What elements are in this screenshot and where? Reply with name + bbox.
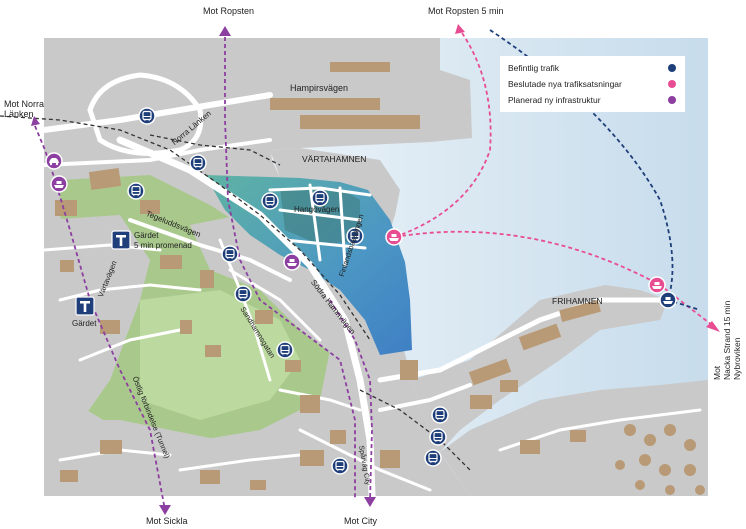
legend-label-planned: Planerad ny infrastruktur [508,95,601,105]
legend-item-planned: Planerad ny infrastruktur [508,93,680,107]
car-icon [45,152,63,170]
place-gardet-5min-1: Gärdet [134,231,159,240]
place-gardet-5min-2: 5 min promenad [134,241,192,250]
bus-icon [276,341,294,359]
legend: Befintlig trafik Beslutade nya trafiksat… [500,56,685,112]
bus-icon [424,449,442,467]
place-frihamnen: FRIHAMNEN [552,296,603,306]
bus-icon [429,428,447,446]
decided-route-nacka [394,230,713,326]
label-mot-sickla: Mot Sickla [146,516,188,526]
route-lines [34,29,713,511]
label-mot-ropsten-5min: Mot Ropsten 5 min [428,6,504,16]
bus-icon [311,189,329,207]
residential-south [44,400,350,496]
arrowheads [31,24,720,515]
legend-dot-decided [668,80,676,88]
label-mot-norra-lanken-2: Länken [4,109,34,119]
bus-icon [234,285,252,303]
bus-icon [189,154,207,172]
legend-dot-planned [668,96,676,104]
ferry-icon [283,253,301,271]
bus-icon [261,192,279,210]
water-area [270,38,708,496]
legend-label-existing: Befintlig trafik [508,63,560,73]
existing-route [489,29,701,311]
planned-route-city [329,299,373,501]
legend-item-existing: Befintlig trafik [508,61,680,75]
decided-route-ropsten5 [394,29,492,238]
planned-route-ropsten [224,30,356,500]
metro-t-icon [111,230,131,250]
bus-icon [221,245,239,263]
place-vartahamnen: VÄRTAHAMNEN [302,154,367,164]
bus-icon [331,457,349,475]
legend-item-decided: Beslutade nya trafiksatsningar [508,77,680,91]
place-hampirsvagen: Hampirsvägen [290,83,349,93]
legend-label-decided: Beslutade nya trafiksatsningar [508,79,622,89]
label-mot-nacka-1: Mot [712,365,722,380]
buildings [55,62,601,490]
planned-route-norra [34,125,166,511]
ferry-icon [659,291,677,309]
label-mot-ropsten: Mot Ropsten [203,6,255,16]
ferry-icon [50,175,68,193]
bus-icon [431,406,449,424]
label-mot-norra-lanken-1: Mot Norra [4,99,45,109]
ferry-icon [648,276,666,294]
pier-frihamnen [412,285,668,452]
bus-icon [127,182,145,200]
metro-t-icon [75,296,95,316]
ferry-icon [385,228,403,246]
railway [0,115,471,471]
tanks [615,424,705,495]
label-mot-nacka-3: Nybroviken [732,337,742,380]
legend-dot-existing [668,64,676,72]
bus-icon [138,107,156,125]
label-mot-city: Mot City [344,516,378,526]
label-mot-nacka-2: Nacka Strand 15 min [722,300,732,380]
place-hangovagen: Hangövägen [294,205,340,214]
place-gardet: Gärdet [72,319,97,328]
